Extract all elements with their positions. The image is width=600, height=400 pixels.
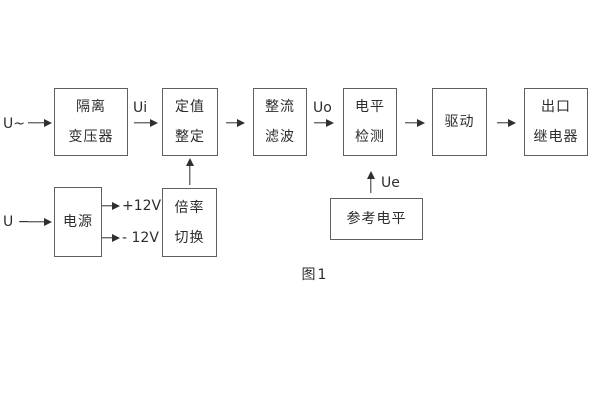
signal-label-ui: Ui bbox=[133, 100, 148, 116]
block-label: 倍率 bbox=[174, 199, 205, 216]
block-setting-adjustment: 定值 整定 bbox=[162, 88, 218, 156]
arrow-ratio-to-setting bbox=[185, 158, 195, 185]
signal-label-dc-input: U − bbox=[3, 214, 30, 230]
block-isolation-transformer: 隔离 变压器 bbox=[54, 88, 128, 156]
block-label: 隔离 bbox=[76, 99, 106, 115]
block-reference-level: 参考电平 bbox=[330, 198, 423, 240]
block-label: 检测 bbox=[355, 129, 385, 145]
arrow-power-minus-12v bbox=[102, 233, 120, 243]
block-label: 变压器 bbox=[68, 129, 114, 145]
block-level-detection: 电平 检测 bbox=[343, 88, 397, 156]
arrowhead-icon bbox=[326, 119, 334, 127]
signal-label-minus-12v: - 12V bbox=[122, 230, 159, 246]
arrow-ac-input-to-isolation bbox=[28, 118, 52, 128]
block-label: 继电器 bbox=[533, 129, 579, 145]
arrowhead-icon bbox=[44, 218, 52, 226]
arrowhead-icon bbox=[367, 171, 375, 179]
arrowhead-icon bbox=[150, 119, 158, 127]
arrowhead-icon bbox=[112, 202, 120, 210]
signal-label-ue: Ue bbox=[381, 175, 400, 191]
arrow-power-plus-12v bbox=[102, 201, 120, 211]
signal-label-ac-input: U~ bbox=[3, 116, 25, 132]
block-output-relay: 出口 继电器 bbox=[524, 88, 588, 156]
arrowhead-icon bbox=[508, 119, 516, 127]
arrow-dc-input-to-power bbox=[28, 217, 52, 227]
block-label: 电源 bbox=[63, 214, 93, 230]
arrowhead-icon bbox=[112, 234, 120, 242]
arrow-level-to-driver bbox=[405, 118, 425, 128]
block-power-supply: 电源 bbox=[54, 187, 102, 257]
block-ratio-switching: 倍率 切换 bbox=[162, 188, 217, 257]
arrowhead-icon bbox=[237, 119, 245, 127]
signal-label-uo: Uo bbox=[313, 100, 332, 116]
block-label: 整定 bbox=[175, 129, 205, 145]
arrow-setting-to-rectifier bbox=[226, 118, 245, 128]
arrowhead-icon bbox=[186, 158, 194, 166]
arrow-driver-to-relay bbox=[497, 118, 516, 128]
block-label: 定值 bbox=[175, 99, 205, 115]
block-label: 参考电平 bbox=[346, 211, 407, 227]
block-label: 切换 bbox=[174, 229, 205, 246]
block-label: 出口 bbox=[541, 99, 571, 115]
arrowhead-icon bbox=[417, 119, 425, 127]
block-driver: 驱动 bbox=[432, 88, 487, 156]
block-label: 驱动 bbox=[444, 114, 475, 130]
arrowhead-icon bbox=[44, 119, 52, 127]
arrow-reference-to-level bbox=[366, 171, 376, 193]
block-label: 电平 bbox=[355, 99, 385, 115]
block-label: 整流 bbox=[265, 99, 295, 115]
block-rectifier-filter: 整流 滤波 bbox=[253, 88, 307, 156]
figure-caption: 图1 bbox=[301, 267, 329, 283]
arrow-isolation-to-setting bbox=[134, 118, 158, 128]
arrow-rectifier-to-level bbox=[314, 118, 334, 128]
signal-label-plus-12v: +12V bbox=[122, 198, 162, 214]
block-label: 滤波 bbox=[265, 129, 295, 145]
